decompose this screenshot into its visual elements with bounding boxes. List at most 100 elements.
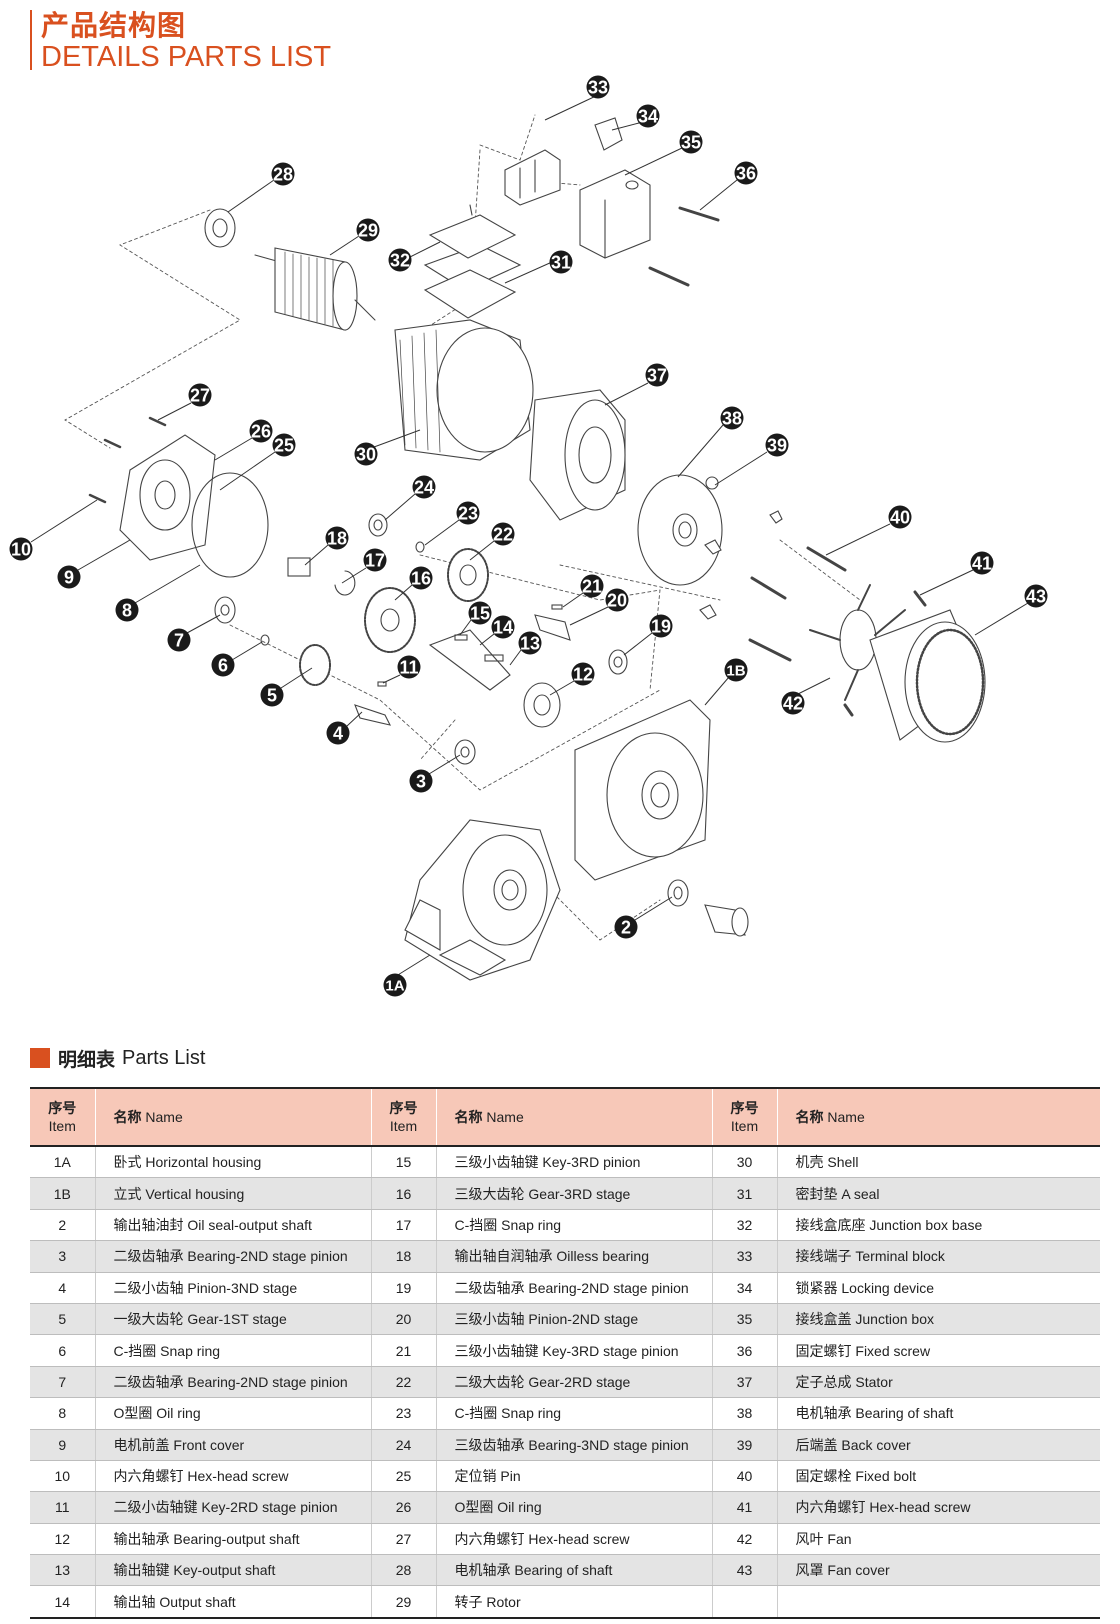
- callout-38: 38: [720, 406, 744, 430]
- junction-box-cover-part: [579, 169, 651, 259]
- callout-7: 7: [167, 628, 191, 652]
- item-number-cell: 23: [371, 1397, 437, 1430]
- callout-labels: 1A 1B 2 3 4 5 6 7 8 9 10 11 12 13 14 15 …: [9, 75, 1048, 997]
- part-name-cell: 定子总成 Stator: [777, 1366, 1100, 1399]
- part-name-cell: O型圈 Oil ring: [436, 1491, 713, 1524]
- gear-parts: [364, 548, 489, 653]
- small-bearing-ring-parts: [287, 513, 425, 596]
- svg-text:21: 21: [582, 577, 602, 597]
- callout-18: 18: [325, 526, 349, 550]
- item-number-cell: 33: [712, 1240, 778, 1273]
- svg-text:35: 35: [681, 133, 701, 153]
- callout-27: 27: [188, 383, 212, 407]
- svg-text:36: 36: [736, 164, 756, 184]
- svg-text:33: 33: [588, 78, 608, 98]
- callout-8: 8: [115, 598, 139, 622]
- part-name-cell: 机壳 Shell: [777, 1146, 1100, 1179]
- column-header-name: 名称 Name: [436, 1088, 713, 1147]
- locking-device-part: [594, 117, 623, 151]
- svg-text:10: 10: [11, 540, 31, 560]
- item-number-cell: 35: [712, 1303, 778, 1336]
- callout-17: 17: [363, 548, 387, 572]
- svg-text:16: 16: [411, 569, 431, 589]
- callout-14: 14: [491, 615, 515, 639]
- part-name-cell: 输出轴自润轴承 Oilless bearing: [436, 1240, 713, 1273]
- item-number-cell: 4: [30, 1272, 96, 1304]
- parts-list-heading: 明细表 Parts List: [30, 1046, 205, 1071]
- callout-31: 31: [549, 250, 573, 274]
- svg-text:38: 38: [722, 409, 742, 429]
- rotor-part: [254, 247, 376, 331]
- part-name-cell: 固定螺栓 Fixed bolt: [777, 1460, 1100, 1493]
- item-number-cell: 8: [30, 1397, 96, 1430]
- svg-text:13: 13: [520, 634, 540, 654]
- svg-text:17: 17: [365, 551, 385, 571]
- exploded-parts-diagram: 1A 1B 2 3 4 5 6 7 8 9 10 11 12 13 14 15 …: [9, 75, 1048, 997]
- svg-text:40: 40: [890, 508, 910, 528]
- callout-36: 36: [734, 161, 758, 185]
- svg-text:25: 25: [274, 436, 294, 456]
- output-shaft-part: [428, 629, 511, 691]
- svg-text:28: 28: [273, 165, 293, 185]
- item-number-cell: 36: [712, 1334, 778, 1367]
- callout-35: 35: [679, 130, 703, 154]
- part-name-cell: [777, 1585, 1100, 1619]
- callout-25: 25: [272, 433, 296, 457]
- part-name-cell: 电机前盖 Front cover: [95, 1429, 372, 1461]
- svg-text:3: 3: [416, 772, 426, 792]
- item-number-cell: 7: [30, 1366, 96, 1399]
- item-number-cell: 29: [371, 1585, 437, 1619]
- item-number-cell: 2: [30, 1209, 96, 1242]
- item-number-cell: 28: [371, 1554, 437, 1587]
- svg-text:2: 2: [621, 918, 631, 938]
- svg-text:32: 32: [390, 251, 410, 271]
- callout-32: 32: [388, 248, 412, 272]
- item-number-cell: 19: [371, 1272, 437, 1304]
- part-name-cell: 内六角螺钉 Hex-head screw: [777, 1491, 1100, 1524]
- svg-text:19: 19: [651, 617, 671, 637]
- part-name-cell: 风罩 Fan cover: [777, 1554, 1100, 1587]
- oil-ring-part: [191, 472, 269, 578]
- fan-cover-part: [869, 609, 986, 743]
- part-name-cell: 二级小齿轴键 Key-2RD stage pinion: [95, 1491, 372, 1524]
- part-name-cell: 输出轴承 Bearing-output shaft: [95, 1523, 372, 1556]
- stator-part: [529, 389, 626, 521]
- svg-text:43: 43: [1026, 587, 1046, 607]
- callout-24: 24: [412, 475, 436, 499]
- part-name-cell: C-挡圈 Snap ring: [436, 1397, 713, 1430]
- second-stage-pinion-parts: [354, 681, 476, 765]
- item-number-cell: 38: [712, 1397, 778, 1430]
- item-number-cell: 10: [30, 1460, 96, 1493]
- svg-text:12: 12: [573, 665, 593, 685]
- item-number-cell: 15: [371, 1146, 437, 1179]
- item-number-cell: 32: [712, 1209, 778, 1242]
- item-number-cell: 16: [371, 1177, 437, 1210]
- item-number-cell: 40: [712, 1460, 778, 1493]
- svg-text:18: 18: [327, 529, 347, 549]
- page-title-en: DETAILS PARTS LIST: [41, 41, 332, 73]
- svg-text:26: 26: [251, 422, 271, 442]
- callout-11: 11: [397, 655, 421, 679]
- part-name-cell: 定位销 Pin: [436, 1460, 713, 1493]
- svg-text:30: 30: [356, 445, 376, 465]
- item-number-cell: 31: [712, 1177, 778, 1210]
- item-number-cell: 6: [30, 1334, 96, 1367]
- output-bearing-parts: [523, 649, 628, 728]
- svg-text:20: 20: [607, 591, 627, 611]
- callout-42: 42: [781, 691, 805, 715]
- callout-20: 20: [605, 588, 629, 612]
- svg-text:8: 8: [122, 601, 132, 621]
- item-number-cell: 14: [30, 1585, 96, 1619]
- callout-3: 3: [409, 769, 433, 793]
- parts-list-heading-cn: 明细表: [58, 1049, 116, 1071]
